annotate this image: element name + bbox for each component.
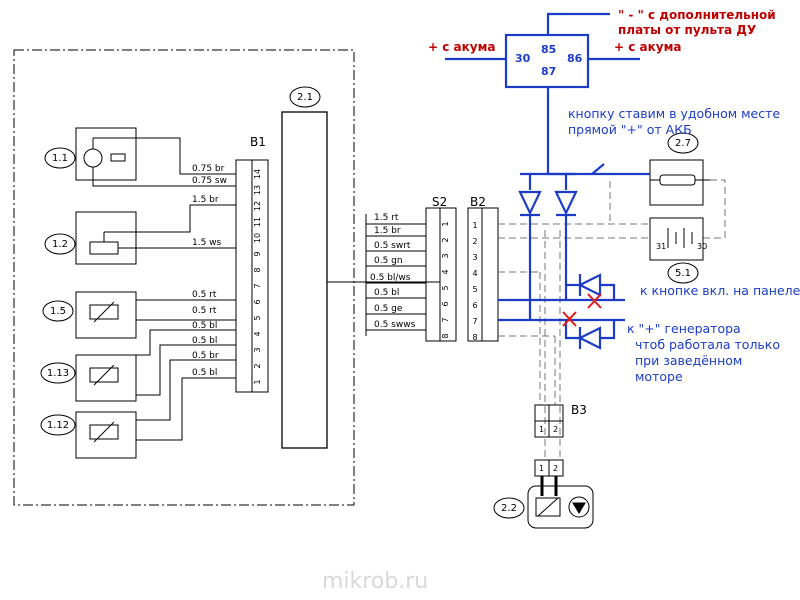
annotation-gen-3: при заведённом <box>635 353 742 368</box>
b1-wire-label: 0.5 bl <box>192 321 217 331</box>
connector-b2 <box>467 207 499 342</box>
b3-label: B3 <box>571 403 587 417</box>
b1-wire-label: 1.5 br <box>192 195 219 205</box>
label-1-2: 1.2 <box>52 239 68 250</box>
b1-wire-label: 0.5 br <box>192 351 219 361</box>
annotation-gen-2: чтоб работала только <box>635 337 780 352</box>
annotation-plus-left: + с акума <box>428 40 496 54</box>
b1-wire-label: 0.5 bl <box>192 368 217 378</box>
housing-outline <box>13 49 355 506</box>
s2-wire-label: 0.5 gn <box>374 256 403 266</box>
label-2-1: 2.1 <box>297 92 313 103</box>
s2-pin: 6 <box>441 301 450 306</box>
s2-wire-label: 0.5 swws <box>374 320 416 330</box>
label-5-1: 5.1 <box>675 268 691 279</box>
b1-pin: 11 <box>253 217 262 227</box>
b1-wire-label: 0.75 sw <box>192 176 227 186</box>
battery-5-1 <box>649 217 704 261</box>
b22-pin-1: 1 <box>539 464 544 473</box>
b1-pin: 3 <box>253 347 262 352</box>
b2-pin: 5 <box>472 285 477 294</box>
watermark: mikrob.ru <box>322 569 428 594</box>
motor-1-1 <box>75 127 137 181</box>
b3-pin-2: 2 <box>553 425 558 434</box>
b1-wire-label: 0.75 br <box>192 164 225 174</box>
b1-pin: 8 <box>253 267 262 272</box>
b1-pin: 10 <box>253 233 262 243</box>
b1-wire-label: 0.5 rt <box>192 290 217 300</box>
relay-pin-86: 86 <box>567 52 583 65</box>
b1-pin: 7 <box>253 283 262 288</box>
b2-label: B2 <box>470 195 486 209</box>
module-2-1 <box>281 111 328 449</box>
b1-pin: 6 <box>253 299 262 304</box>
b22-pin-2: 2 <box>553 464 558 473</box>
sensor-1-12 <box>75 411 137 459</box>
annotation-minus-top: " - " с дополнительной <box>618 8 776 22</box>
s2-pin: 7 <box>441 317 450 322</box>
annotation-button-1: кнопку ставим в удобном месте <box>568 106 780 121</box>
s2-pin: 2 <box>441 237 450 242</box>
label-1-12: 1.12 <box>47 420 69 431</box>
relay-pin-85: 85 <box>541 43 556 56</box>
s2-pin: 5 <box>441 285 450 290</box>
s2-wire-label: 1.5 br <box>374 226 401 236</box>
s2-wire-label: 0.5 ge <box>374 304 403 314</box>
sensor-1-2 <box>75 211 137 265</box>
overlay-wiring <box>445 12 650 350</box>
b1-label: B1 <box>250 135 266 149</box>
b1-pin: 12 <box>253 201 262 211</box>
b2-pin: 2 <box>472 237 477 246</box>
connector-s2 <box>425 207 457 342</box>
b2-pin: 8 <box>472 333 477 342</box>
label-1-13: 1.13 <box>47 368 69 379</box>
pin-31: 31 <box>656 242 666 251</box>
b2-pin: 4 <box>472 269 477 278</box>
label-1-5: 1.5 <box>50 306 66 317</box>
s2-wire-label: 0.5 swrt <box>374 241 411 251</box>
relay-pin-30: 30 <box>515 52 531 65</box>
label-2-7: 2.7 <box>675 138 691 149</box>
annotation-button-2: прямой "+" от АКБ <box>568 122 692 137</box>
s2-pin: 3 <box>441 253 450 258</box>
sensor-1-5 <box>75 291 137 339</box>
relay-pin-87: 87 <box>541 65 556 78</box>
label-1-1: 1.1 <box>52 153 68 164</box>
annotation-gen-4: моторе <box>635 369 683 384</box>
b1-pin: 9 <box>253 251 262 256</box>
b2-pin: 3 <box>472 253 477 262</box>
sensor-1-13 <box>75 354 137 402</box>
b1-pin: 13 <box>253 185 262 195</box>
b1-pin: 2 <box>253 363 262 368</box>
annotation-minus-bottom: платы от пульта ДУ <box>618 23 756 37</box>
label-2-2: 2.2 <box>501 503 517 514</box>
b1-wire-label: 0.5 rt <box>192 306 217 316</box>
b1-pin: 1 <box>253 379 262 384</box>
b1-pin: 4 <box>253 331 262 336</box>
b3-pin-1: 1 <box>539 425 544 434</box>
annotation-gen-1: к "+" генератора <box>627 321 741 336</box>
pump-2-2 <box>527 485 594 529</box>
s2-pin: 4 <box>441 269 450 274</box>
b2-pin: 6 <box>472 301 477 310</box>
b1-pin: 5 <box>253 315 262 320</box>
b1-wire-label: 1.5 ws <box>192 238 222 248</box>
pin-30-batt: 30 <box>697 242 707 251</box>
s2-wire-label: 0.5 bl/ws <box>370 273 411 283</box>
s2-wire-label: 1.5 rt <box>374 213 399 223</box>
b1-wire-label: 0.5 bl <box>192 336 217 346</box>
s2-pin: 8 <box>441 333 450 338</box>
annotation-plus-right: + с акума <box>614 40 682 54</box>
annotation-panel: к кнопке вкл. на панеле <box>640 283 800 298</box>
b2-pin: 1 <box>472 221 477 230</box>
cut-marks <box>562 293 602 327</box>
s2-wire-label: 0.5 bl <box>374 288 399 298</box>
b1-pin: 14 <box>253 169 262 179</box>
s2-label: S2 <box>432 195 447 209</box>
b2-pin: 7 <box>472 317 477 326</box>
s2-pin: 1 <box>441 221 450 226</box>
fuse-2-7 <box>649 159 704 206</box>
